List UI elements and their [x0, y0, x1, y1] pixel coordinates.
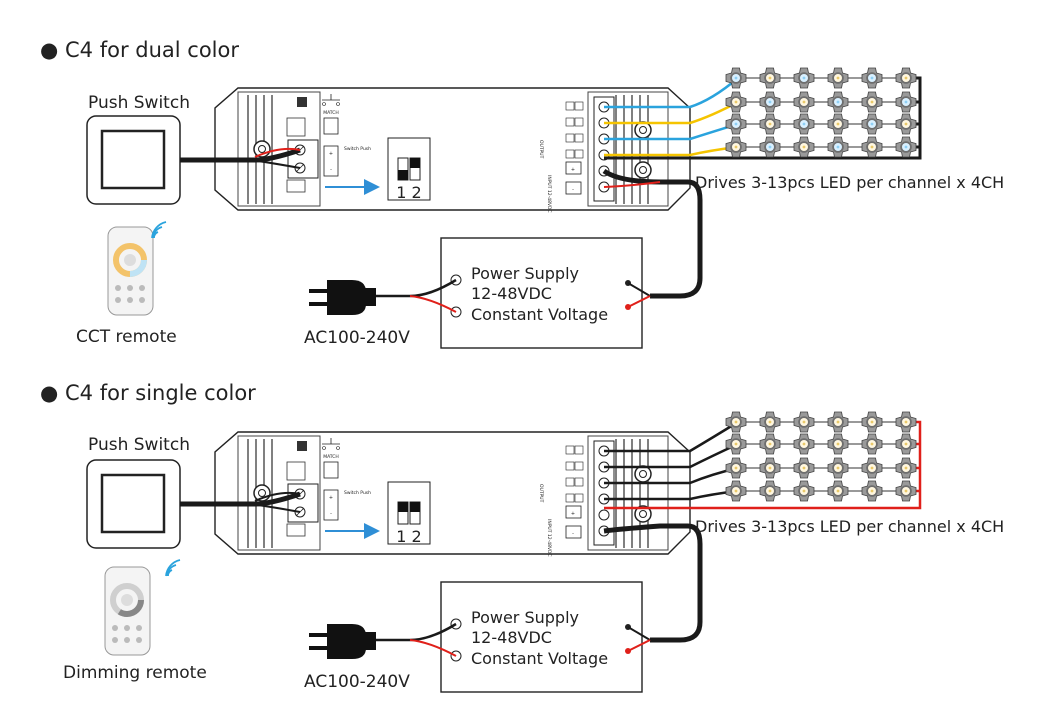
ac-cable — [409, 639, 457, 657]
drives-label: Drives 3-13pcs LED per channel x 4CH — [695, 173, 1004, 192]
switch-cable — [180, 491, 301, 513]
section-title: ● C4 for dual color — [40, 38, 239, 62]
dip-numbers: 1 2 — [396, 183, 421, 202]
ac-plug-icon — [309, 624, 376, 659]
psu-line3: Constant Voltage — [471, 305, 608, 324]
ac-voltage-label: AC100-240V — [304, 328, 410, 348]
switch-label: Switch Push — [344, 146, 371, 152]
push-switch-icon — [86, 459, 181, 549]
push-switch-label: Push Switch — [88, 93, 190, 113]
push-switch-label: Push Switch — [88, 435, 190, 455]
ac-plug-icon — [309, 280, 376, 315]
switch-label: Switch Push — [344, 490, 371, 496]
dip-numbers: 1 2 — [396, 527, 421, 546]
wireless-signal-icon — [151, 221, 167, 239]
input-label: INPUT 12-48VDC — [546, 175, 552, 213]
ac-cable — [409, 295, 457, 313]
drives-label: Drives 3-13pcs LED per channel x 4CH — [695, 517, 1004, 536]
psu-line1: Power Supply — [471, 264, 579, 283]
match-label: MATCH — [323, 110, 339, 116]
section-single-color: ● C4 for single color Push Switch Dimmin… — [40, 381, 1004, 693]
output-label: OUTPUT — [538, 484, 544, 503]
section-dual-color: ● C4 for dual color Push Switch CCT remo… — [40, 38, 1004, 349]
wireless-signal-icon — [165, 559, 181, 577]
remote-label: Dimming remote — [63, 663, 207, 683]
psu-line2: 12-48VDC — [471, 628, 552, 647]
dimming-remote-icon — [104, 566, 151, 656]
input-label: INPUT 12-48VDC — [546, 519, 552, 557]
dc-cable — [603, 523, 703, 652]
match-label: MATCH — [323, 454, 339, 460]
ac-voltage-label: AC100-240V — [304, 672, 410, 692]
push-switch-icon — [86, 115, 181, 205]
power-supply-box — [440, 581, 643, 693]
led-array — [604, 67, 922, 160]
output-label: OUTPUT — [538, 140, 544, 159]
dip-switch — [397, 501, 421, 525]
switch-cable — [180, 147, 301, 169]
dc-cable — [602, 168, 703, 308]
section-title: ● C4 for single color — [40, 381, 256, 405]
led-array — [604, 411, 922, 510]
remote-label: CCT remote — [76, 327, 177, 347]
psu-line2: 12-48VDC — [471, 284, 552, 303]
dip-switch — [397, 157, 421, 181]
psu-line1: Power Supply — [471, 608, 579, 627]
cct-remote-icon — [107, 226, 154, 316]
psu-line3: Constant Voltage — [471, 649, 608, 668]
power-supply-box — [440, 237, 643, 349]
